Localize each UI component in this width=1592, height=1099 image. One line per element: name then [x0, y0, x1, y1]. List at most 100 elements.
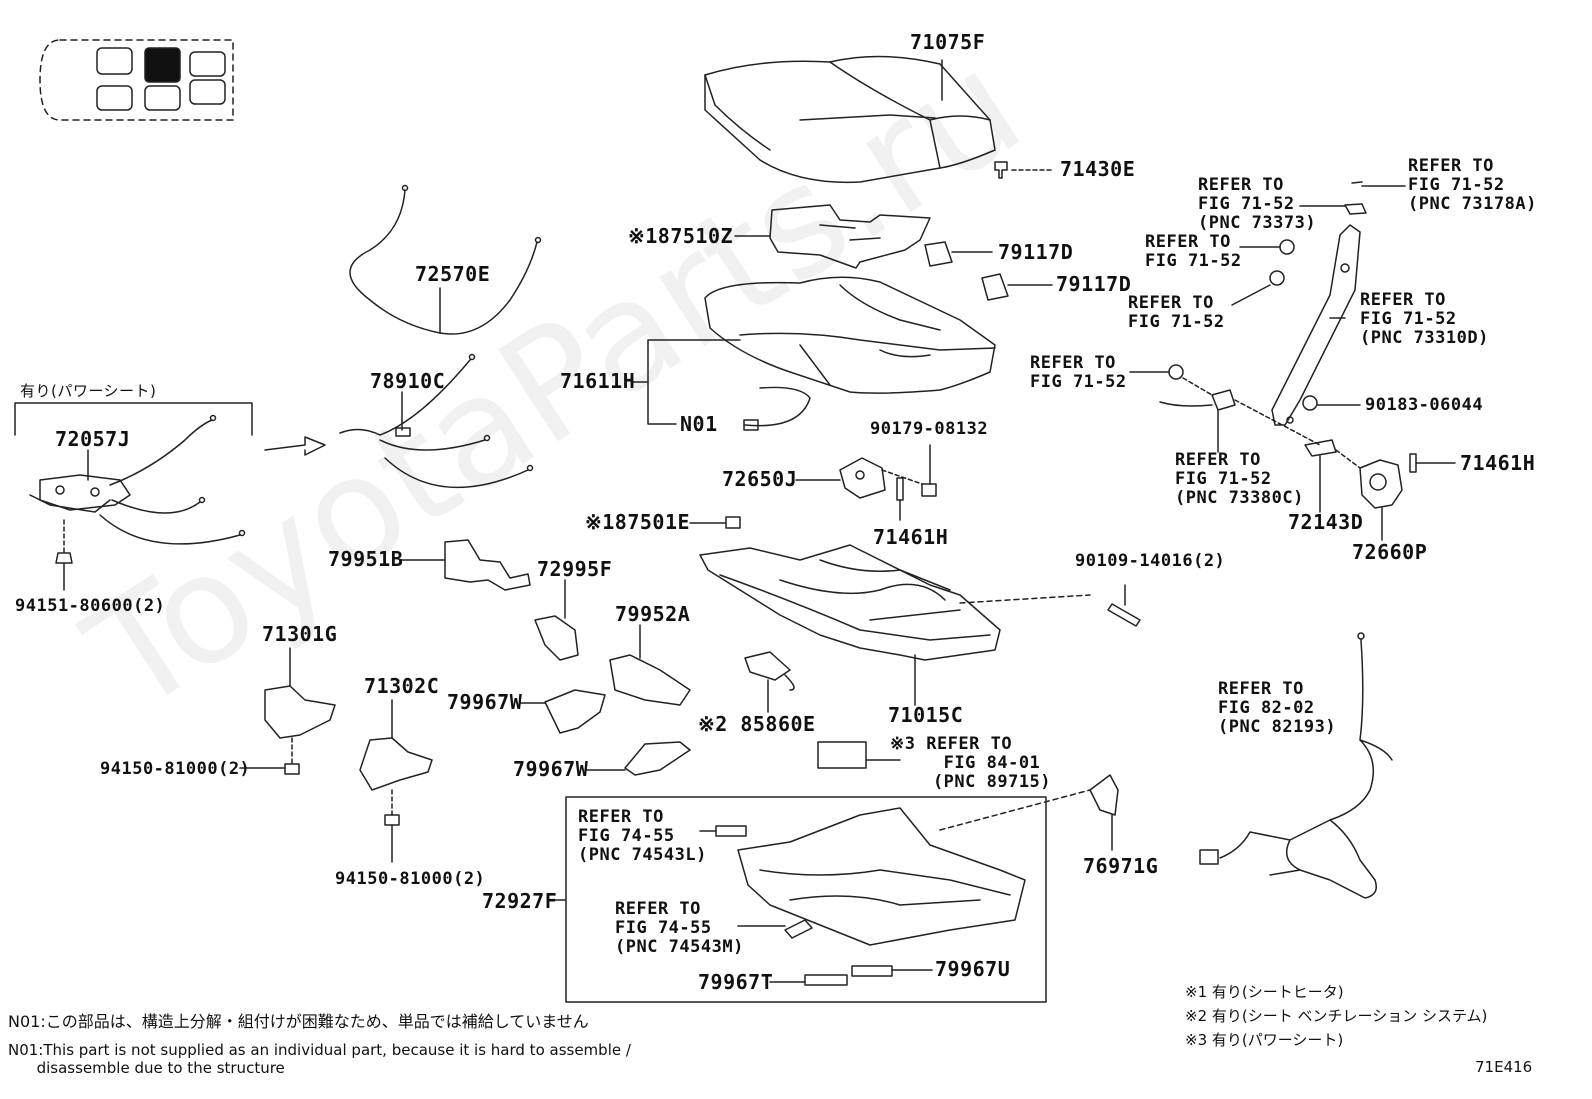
part-label-71301G: 71301G: [262, 622, 338, 646]
part-label-85860E: ※2 85860E: [698, 712, 816, 736]
bolt-90109: [1107, 584, 1141, 627]
pad-79967T: [769, 974, 848, 986]
bolt-71461H-a: [896, 477, 904, 521]
cable-78910C: [339, 353, 534, 489]
wire-N01: [744, 386, 811, 427]
bracket-71302C: [359, 699, 433, 791]
part-label-78910C: 78910C: [370, 369, 446, 393]
part-label-71611H: 71611H: [560, 369, 636, 393]
part-label-72660P: 72660P: [1352, 540, 1428, 564]
option-bracket: [14, 402, 253, 436]
bolt-71461H-b: [1409, 453, 1456, 473]
belt-anchor: [1271, 224, 1361, 426]
cover-79967W-2: [584, 741, 691, 776]
pad-74543L: [715, 825, 747, 837]
part-label-94150: 94150-81000(2): [100, 759, 251, 779]
part-label-71430E: 71430E: [1060, 157, 1136, 181]
part-label-79967W-2: 79967W: [513, 757, 589, 781]
part-label-79967U: 79967U: [935, 957, 1011, 981]
cover-79967W-1: [519, 689, 606, 734]
part-label-79117D-2: 79117D: [1056, 272, 1132, 296]
footnote-jp: N01:この部品は、構造上分解・組付けが困難なため、単品では補給していません: [8, 1012, 589, 1031]
part-label-71461H-2: 71461H: [1460, 451, 1536, 475]
part-label-71075F: 71075F: [910, 30, 986, 54]
part-label-87501E: ※187501E: [585, 510, 691, 534]
ref-label-71-52-b: REFER TO FIG 71-52: [1128, 293, 1225, 332]
legend-note-3: ※3 有り(パワーシート): [1185, 1031, 1344, 1049]
legend-note-1: ※1 有り(シートヒータ): [1185, 983, 1344, 1001]
part-label-94151: 94151-80600(2): [15, 596, 166, 616]
cover-79952A: [609, 624, 691, 706]
cap-a: [1239, 239, 1295, 255]
part-label-71015C: 71015C: [888, 703, 964, 727]
part-label-71302C: 71302C: [364, 674, 440, 698]
pad-79117D: [924, 241, 993, 267]
part-label-71461H: 71461H: [873, 525, 949, 549]
plate-72143D: [1304, 439, 1337, 513]
ref-label-82193: REFER TO FIG 82-02 (PNC 82193): [1218, 679, 1337, 737]
part-label-72927F: 72927F: [482, 889, 558, 913]
part-87501E: [689, 516, 741, 529]
heater-87510Z: [734, 204, 931, 269]
part-label-87510Z: ※187510Z: [628, 224, 734, 248]
bracket-72650J: [795, 457, 886, 499]
option-title: 有り(パワーシート): [20, 382, 157, 400]
part-label-79967T: 79967T: [698, 970, 774, 994]
part-label-72143D: 72143D: [1288, 510, 1364, 534]
module-85860E: [744, 651, 795, 713]
cushion-pad-71611H: [704, 276, 996, 394]
harness-82193: [1199, 632, 1393, 899]
ref-label-74543L: REFER TO FIG 74-55 (PNC 74543L): [578, 807, 707, 865]
pad-79967U: [851, 965, 933, 977]
bracket-71301G: [264, 647, 336, 739]
nut-90179: [881, 444, 937, 497]
footnote-en: N01:This part is not supplied as an indi…: [8, 1041, 631, 1077]
pad-74543M: [784, 919, 813, 939]
nut-90183: [1302, 395, 1361, 411]
part-label-90109: 90109-14016(2): [1075, 551, 1226, 571]
part-label-72570E: 72570E: [415, 262, 491, 286]
ref-label-71-52-a: REFER TO FIG 71-52: [1145, 232, 1242, 271]
cover-76971G: [1089, 774, 1119, 851]
part-label-76971G: 76971G: [1083, 854, 1159, 878]
part-label-90183: 90183-06044: [1365, 395, 1484, 415]
part-label-72650J: 72650J: [722, 467, 798, 491]
ref-label-73310D: REFER TO FIG 71-52 (PNC 73310D): [1360, 290, 1489, 348]
adjuster-72057J: [29, 414, 246, 545]
ref-label-73178A: REFER TO FIG 71-52 (PNC 73178A): [1408, 156, 1537, 214]
pad-79117D-2: [981, 273, 1053, 301]
cap-c: [1129, 364, 1184, 380]
seat-location-icon: [39, 39, 234, 121]
legend-note-2: ※2 有り(シート ベンチレーション システム): [1185, 1007, 1488, 1025]
part-label-72057J: 72057J: [55, 427, 131, 451]
ref-label-73373: REFER TO FIG 71-52 (PNC 73373): [1198, 175, 1317, 233]
part-label-94150-2: 94150-81000(2): [335, 869, 486, 889]
buckle-73380C: [1159, 389, 1236, 453]
cap-b: [1231, 270, 1285, 306]
cable-72570E: [349, 184, 542, 335]
ref-label-71-52-c: REFER TO FIG 71-52: [1030, 353, 1127, 392]
clip-71430E: [994, 161, 1055, 179]
arrow-icon: [264, 436, 326, 456]
bracket-79951B: [399, 539, 531, 591]
seat-cover-71075F: [704, 55, 996, 184]
nut-94150-1: [239, 737, 300, 775]
part-label-N01: N01: [680, 412, 718, 436]
nut-94150-2: [384, 789, 400, 863]
ref-label-74543M: REFER TO FIG 74-55 (PNC 74543M): [615, 899, 744, 957]
ref-label-89715: ※3 REFER TO FIG 84-01 (PNC 89715): [890, 734, 1052, 792]
part-label-79952A: 79952A: [615, 602, 691, 626]
ecu-89715: [817, 741, 901, 769]
nut-94151: [55, 519, 73, 591]
part-label-79967W: 79967W: [447, 690, 523, 714]
part-label-79951B: 79951B: [328, 547, 404, 571]
cap-73373: [1299, 203, 1367, 215]
ref-label-73380C: REFER TO FIG 71-52 (PNC 73380C): [1175, 450, 1304, 508]
part-label-79117D: 79117D: [998, 240, 1074, 264]
figure-id: 71E416: [1475, 1058, 1533, 1076]
tray-72927F: [737, 807, 1026, 946]
part-label-90179: 90179-08132: [870, 419, 989, 439]
seat-frame-71015C: [699, 544, 1001, 706]
part-label-72995F: 72995F: [537, 557, 613, 581]
